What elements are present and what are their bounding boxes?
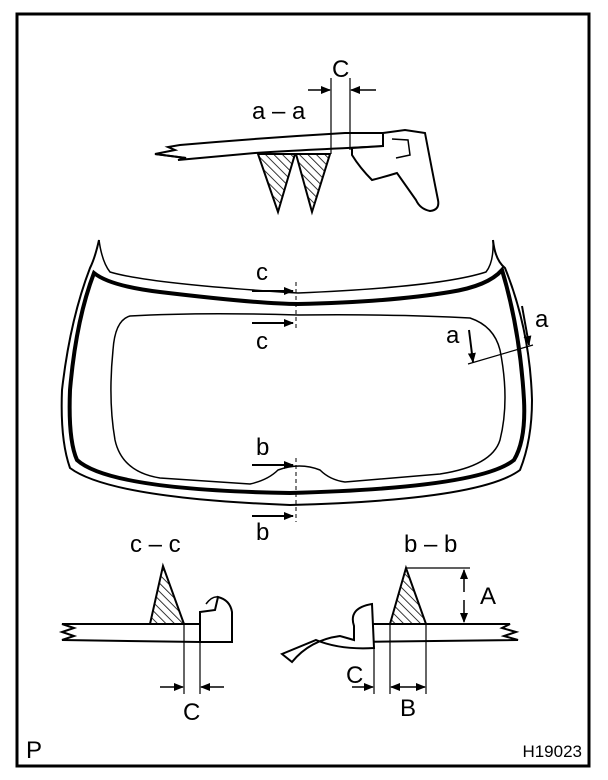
- footer-left-letter: P: [26, 737, 42, 764]
- cut-label-b-top: b: [256, 434, 269, 461]
- cut-label-c-bottom: c: [256, 328, 268, 355]
- cut-line-a: [467, 344, 534, 365]
- cut-arrow-a-left: [467, 329, 476, 363]
- cut-label-a-left: a: [446, 322, 460, 349]
- dimension-label-c-top: C: [332, 56, 349, 83]
- dimension-label-c-cc: C: [183, 699, 200, 726]
- section-label-cc: c – c: [130, 531, 181, 558]
- figure-code: H19023: [522, 742, 582, 761]
- cut-label-a-right: a: [535, 306, 549, 333]
- adhesive-bead-cc: [148, 562, 186, 625]
- dimension-label-b: B: [400, 695, 416, 722]
- cut-label-b-bottom: b: [256, 519, 269, 546]
- cut-arrow-a-right: [521, 305, 532, 346]
- back-window-glass: [60, 239, 534, 507]
- section-label-bb: b – b: [404, 531, 457, 558]
- section-bb-view: [280, 564, 520, 694]
- cut-label-c-top: c: [256, 259, 268, 286]
- dimension-label-c-bb: C: [346, 662, 363, 689]
- adhesive-bead-bb: [388, 564, 428, 625]
- section-cc-view: [58, 562, 233, 694]
- adhesive-bead-left: [256, 153, 297, 216]
- dimension-label-a: A: [480, 583, 496, 610]
- figure-border: [15, 12, 591, 768]
- adhesive-bead-right: [294, 153, 332, 216]
- section-aa-view: [154, 78, 440, 216]
- section-label-aa: a – a: [252, 98, 306, 125]
